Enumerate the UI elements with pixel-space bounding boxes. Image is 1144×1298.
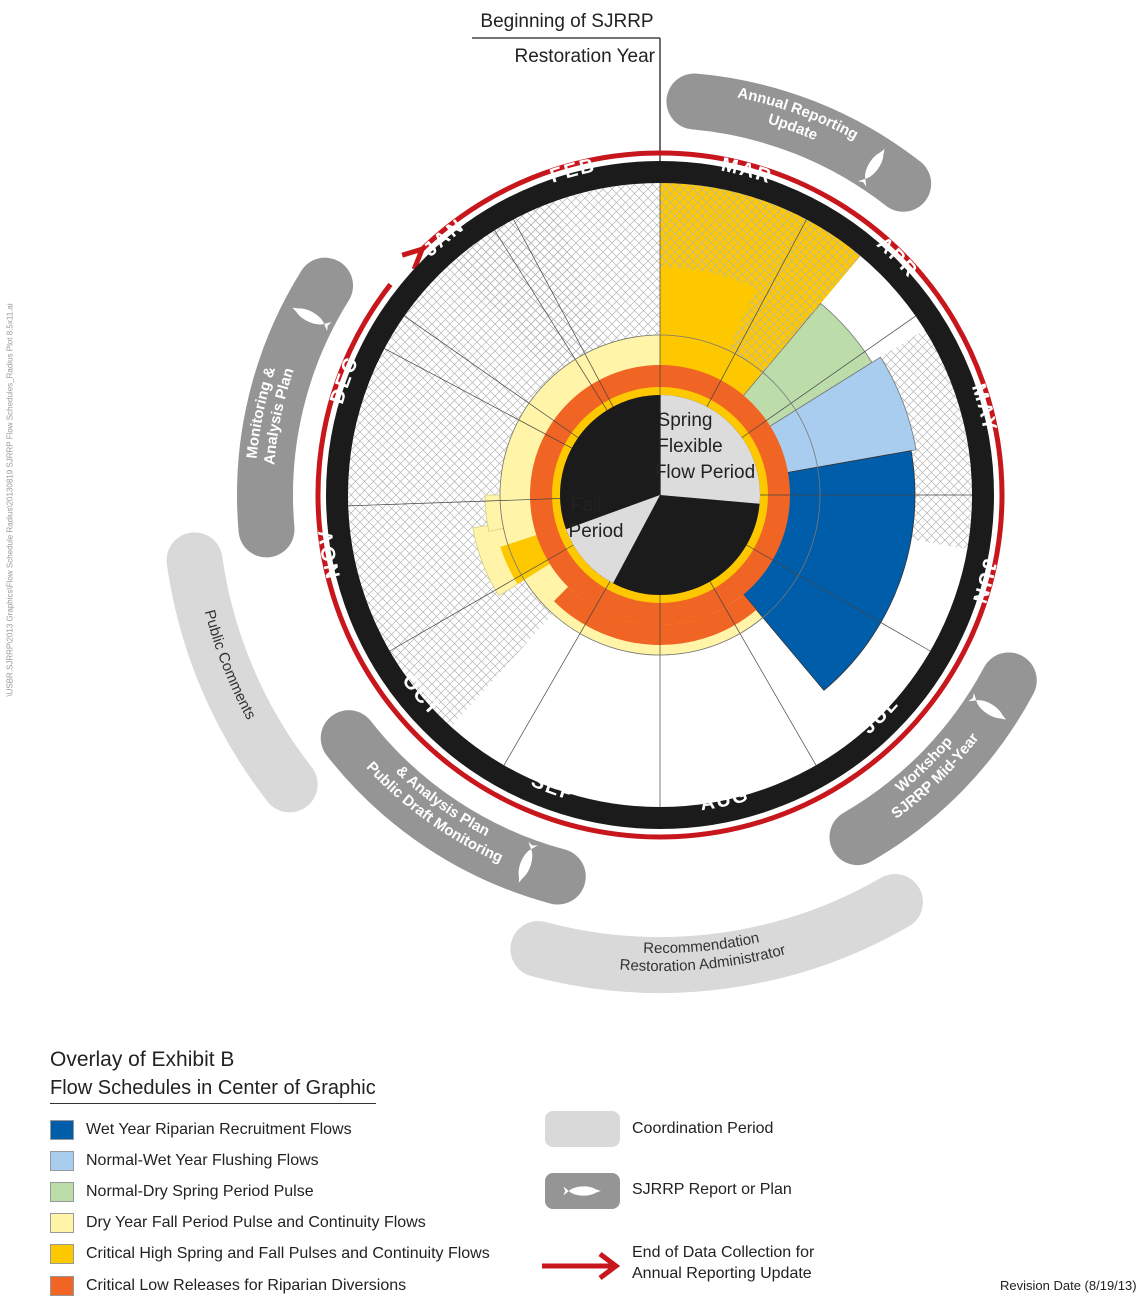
spring-label-line: Spring	[658, 410, 713, 431]
month-divider-12	[384, 348, 572, 449]
outer-band	[166, 532, 318, 813]
red-arrowhead	[401, 245, 427, 271]
month-divider-4	[741, 315, 916, 438]
legend-item-dry-year: Dry Year Fall Period Pulse and Continuit…	[50, 1212, 426, 1234]
beginning-label: Beginning of SJRRP	[480, 11, 653, 32]
month-divider-9	[503, 581, 611, 766]
legend-subtitle: Flow Schedules in Center of Graphic	[50, 1077, 376, 1104]
red-arrow-arc	[315, 150, 1005, 840]
legend-arrow-label: End of Data Collection for Annual Report…	[632, 1244, 815, 1282]
legend-item-critical-low: Critical Low Releases for Riparian Diver…	[50, 1275, 406, 1297]
legend-item-critical-high: Critical High Spring and Fall Pulses and…	[50, 1243, 490, 1265]
hatch-dec	[379, 263, 553, 425]
legend-report-label: SJRRP Report or Plan	[632, 1181, 792, 1198]
month-divider-7	[709, 581, 817, 766]
hatch-oct-nov	[348, 358, 553, 727]
legend-coordination-label: Coordination Period	[632, 1120, 774, 1137]
inner-ring-outline	[499, 334, 821, 656]
outer-band	[510, 874, 923, 993]
legend-item-normal-wet: Normal-Wet Year Flushing Flows	[50, 1150, 319, 1172]
legend-item-wet-year: Wet Year Riparian Recruitment Flows	[50, 1119, 352, 1141]
file-path-note: \USBR.SJRRP\2013 Graphics\Flow Schedule …	[5, 303, 15, 697]
month-divider-1	[513, 219, 614, 407]
legend-arrowhead	[598, 1252, 621, 1280]
restoration-year-header: Beginning of SJRRP Restoration Year	[472, 11, 661, 395]
month-divider-11	[348, 498, 561, 507]
month-divider-0	[404, 315, 579, 438]
fall-label-line: Period	[569, 521, 624, 542]
hatch-apr-trim	[727, 212, 861, 373]
outer-band	[666, 73, 932, 212]
legend-title: Overlay of Exhibit B	[50, 1048, 235, 1071]
legend-swatch	[50, 1213, 74, 1233]
month-divider-10	[389, 544, 574, 652]
legend-swatch	[50, 1182, 74, 1202]
month-divider-13	[494, 230, 608, 411]
outer-item-comments: Public Comments	[166, 532, 318, 813]
month-divider-3	[706, 219, 807, 407]
legend-swatch	[50, 1244, 74, 1264]
outer-item-plan: Monitoring &Analysis Plan	[237, 257, 354, 558]
month-divider-6	[746, 544, 931, 652]
fall-label-line: Fall	[571, 495, 602, 516]
spring-sector	[660, 395, 760, 504]
legend-swatch	[50, 1276, 74, 1296]
restoration-year-label: Restoration Year	[515, 46, 656, 67]
critical-high-spring-step	[660, 267, 757, 350]
month-ring	[326, 161, 994, 829]
legend-swatch	[50, 1151, 74, 1171]
legend-item-normal-dry: Normal-Dry Spring Period Pulse	[50, 1181, 314, 1203]
critical-high-fall	[500, 535, 550, 585]
fall-sector	[566, 495, 660, 584]
outer-band	[829, 652, 1037, 866]
legend-coordination-swatch	[545, 1111, 620, 1147]
revision-date: Revision Date (8/19/13)	[1000, 1278, 1137, 1293]
critical-low-summer	[553, 586, 757, 646]
spring-label-line: Flexible	[657, 436, 722, 457]
legend-swatch	[50, 1120, 74, 1140]
hatch-jan	[451, 201, 606, 377]
data-collection-arrow-ring	[315, 150, 1005, 840]
spring-label-line: Flow Period	[655, 462, 755, 483]
